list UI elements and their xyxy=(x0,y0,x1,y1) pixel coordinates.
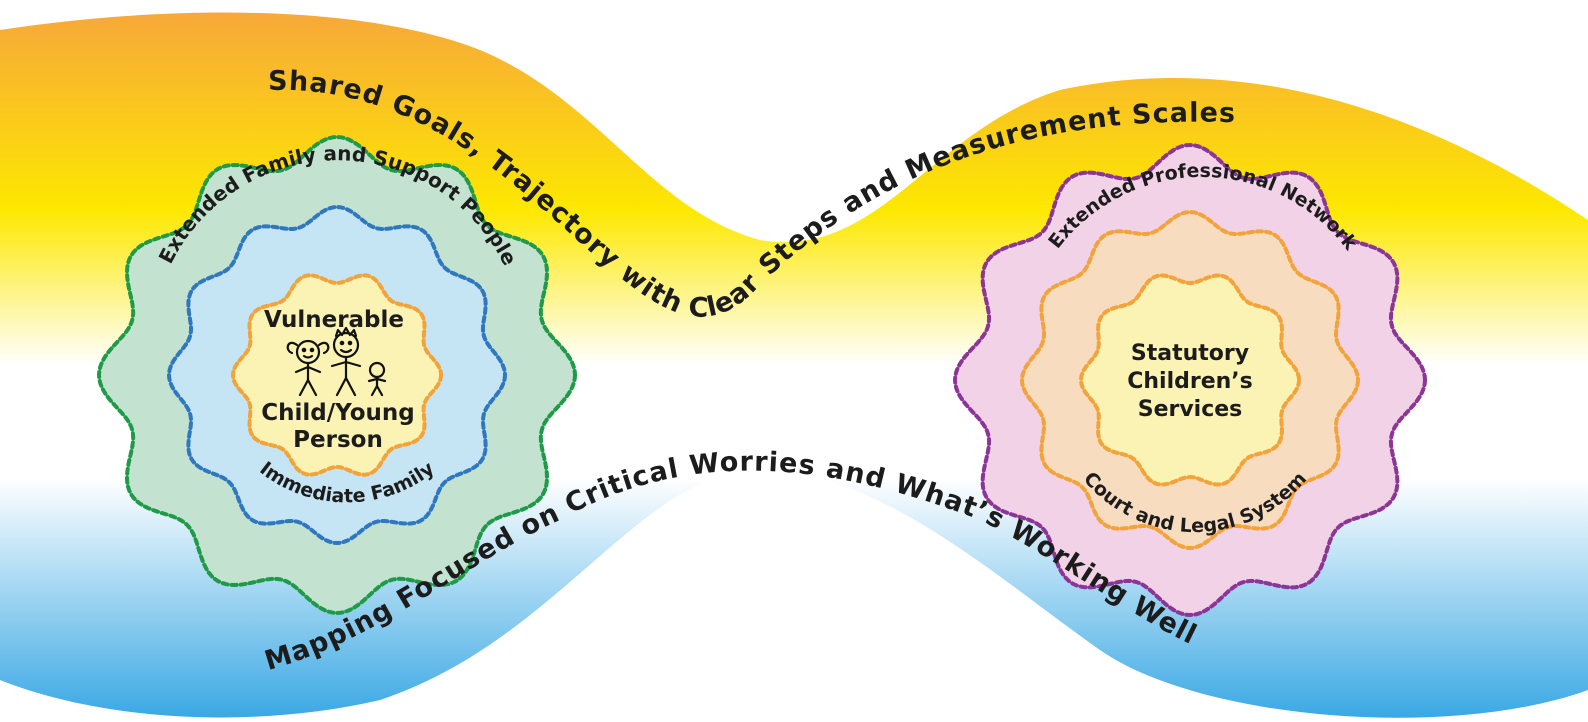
right-center-line2: Children’s xyxy=(1127,369,1253,394)
left-center-line3: Person xyxy=(293,427,383,453)
right-cluster: Extended Professional Network Court and … xyxy=(952,142,1428,618)
left-cluster: Extended Family and Support People Immed… xyxy=(96,134,578,616)
right-center-line3: Services xyxy=(1138,397,1243,422)
left-center-line1: Vulnerable xyxy=(264,307,404,333)
right-center-line1: Statutory xyxy=(1131,341,1249,366)
left-inner-ring xyxy=(230,273,444,477)
stick-figure-family-icon xyxy=(286,326,387,397)
left-center-line2: Child/Young xyxy=(261,400,414,426)
right-inner-ring xyxy=(1078,273,1302,487)
